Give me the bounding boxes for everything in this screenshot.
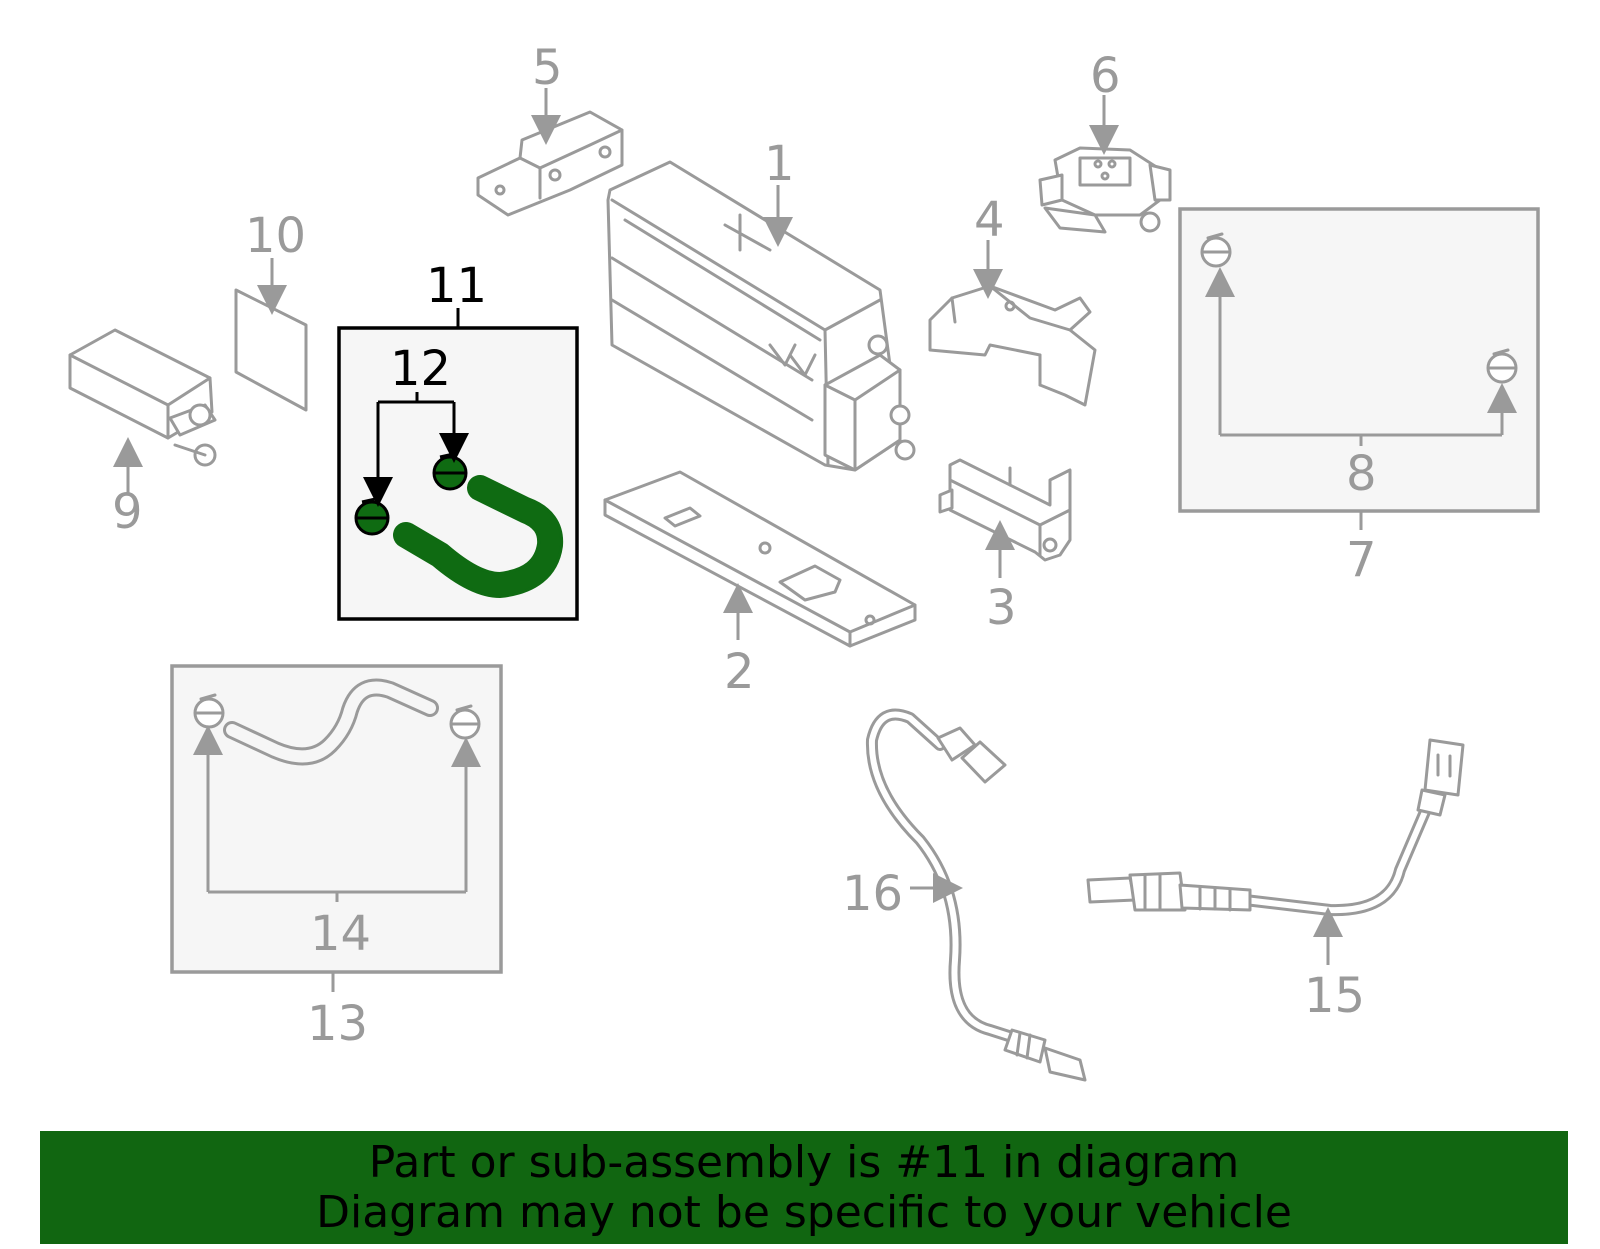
assembly-7-box[interactable]: 8 <box>1178 207 1540 513</box>
assembly-13-box[interactable]: 14 <box>170 664 503 974</box>
part-5-bracket[interactable] <box>476 110 624 217</box>
banner-line-2: Diagram may not be specific to your vehi… <box>316 1186 1292 1238</box>
clamp-icon <box>1486 348 1518 384</box>
callout-8: 8 <box>1346 446 1377 502</box>
hose-11[interactable] <box>393 475 564 598</box>
part-9-purge-valve[interactable] <box>68 328 217 467</box>
part-10-filter[interactable] <box>234 288 308 412</box>
part-4-bracket[interactable] <box>928 284 1097 407</box>
part-2-shield[interactable] <box>603 470 917 648</box>
part-6-pump[interactable] <box>1038 146 1172 234</box>
part-1-canister[interactable] <box>606 160 916 472</box>
callout-4: 4 <box>974 192 1005 248</box>
part-15-oxygen-sensor[interactable] <box>1086 738 1465 917</box>
part-16-oxygen-sensor[interactable] <box>865 708 1087 1082</box>
callout-3: 3 <box>986 580 1017 636</box>
callout-13: 13 <box>307 996 368 1052</box>
callout-6: 6 <box>1090 48 1121 104</box>
callout-10: 10 <box>245 208 306 264</box>
callout-15: 15 <box>1304 968 1365 1024</box>
assembly-11-box[interactable]: 12 <box>337 326 579 621</box>
callout-7: 7 <box>1346 532 1377 588</box>
callout-12: 12 <box>390 341 451 397</box>
callout-16: 16 <box>842 866 903 922</box>
callout-14: 14 <box>310 906 371 962</box>
banner-line-1: Part or sub-assembly is #11 in diagram <box>368 1136 1240 1188</box>
callout-2: 2 <box>724 644 755 700</box>
clamp-icon <box>1200 232 1232 268</box>
part-3-bracket[interactable] <box>938 458 1072 562</box>
info-banner: Part or sub-assembly is #11 in diagram D… <box>40 1131 1568 1244</box>
callout-1: 1 <box>764 136 795 192</box>
callout-9: 9 <box>112 484 143 540</box>
callout-5: 5 <box>532 40 563 96</box>
callout-11: 11 <box>426 258 487 314</box>
